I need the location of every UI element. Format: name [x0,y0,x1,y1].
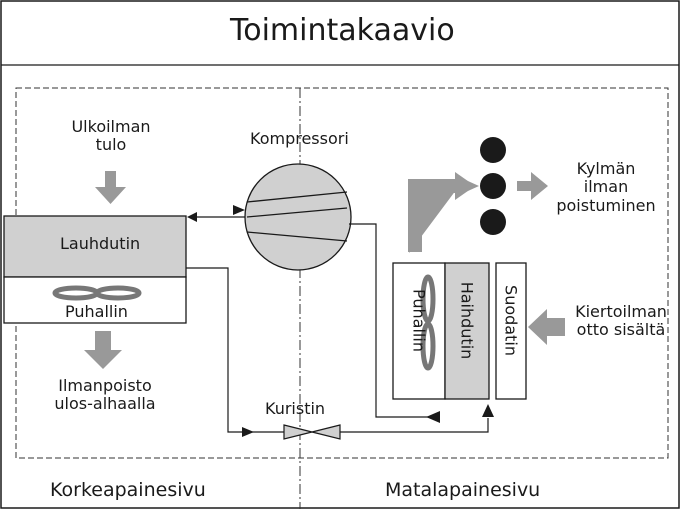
cold-air-duct-arrow [409,177,479,253]
arrowhead-to-condenser [187,212,197,222]
high-side-label: Korkeapainesivu [50,479,206,501]
filter-label: Suodatin [501,285,521,356]
cold-air-out-line-2: ilman [583,177,629,197]
return-air-in-arrow [528,309,565,345]
compressor-label: Kompressori [250,129,349,148]
evaporator-fan-icon [420,274,436,371]
condenser-fan-icon [52,285,142,301]
page-title: Toimintakaavio [230,13,455,48]
arrowhead-suction [426,411,440,423]
cold-air-duct [408,179,460,252]
refrigerant-piping [186,216,489,433]
compressor-symbol [244,163,352,271]
evaporator-label: Haihdutin [457,281,477,360]
cold-air-out-label: Kylmän ilman poistuminen [550,159,662,215]
outlet-dot-middle [480,173,506,199]
return-air-in-line-1: Kiertoilman [575,302,667,321]
return-air-in-line-2: otto sisältä [576,320,666,340]
exhaust-air-out-line-1: Ilmanpoisto [58,376,152,395]
condenser-fan-box [3,276,187,324]
evaporator-fan-box [392,262,446,400]
exhaust-air-out-label: Ilmanpoisto ulos-alhaalla [40,376,170,414]
evaporator-box [444,262,490,400]
outdoor-air-in-arrow [95,171,126,204]
filter-box [495,262,527,400]
outdoor-air-in-label: Ulkoilman tulo [56,117,166,155]
outlet-dot-top [480,137,506,163]
expansion-valve-label: Kuristin [265,399,326,418]
arrowhead-to-valve [242,427,254,437]
arrowhead-to-evaporator [482,404,494,417]
outlet-dot-bottom [480,209,506,235]
condenser-box [3,215,187,278]
evaporator-fan-label: Puhallin [409,289,429,352]
return-air-in-label: Kiertoilman otto sisältä [566,302,676,340]
expansion-valve-symbol [283,424,341,440]
outdoor-air-in-line-1: Ulkoilman [71,117,151,136]
arrowhead-to-compressor [233,205,245,215]
cold-air-out-arrow [517,172,548,200]
compressor-lines [246,191,348,242]
condenser-fan-label: Puhallin [65,302,128,321]
cold-air-out-line-3: poistuminen [556,195,656,215]
cold-air-out-line-1: Kylmän [576,159,636,178]
cold-air-duct-head [455,172,475,200]
exhaust-air-out-line-2: ulos-alhaalla [54,394,156,414]
outdoor-air-in-line-2: tulo [95,135,127,155]
exhaust-air-out-arrow [84,331,122,369]
low-side-label: Matalapainesivu [385,479,541,501]
condenser-label: Lauhdutin [60,234,141,253]
